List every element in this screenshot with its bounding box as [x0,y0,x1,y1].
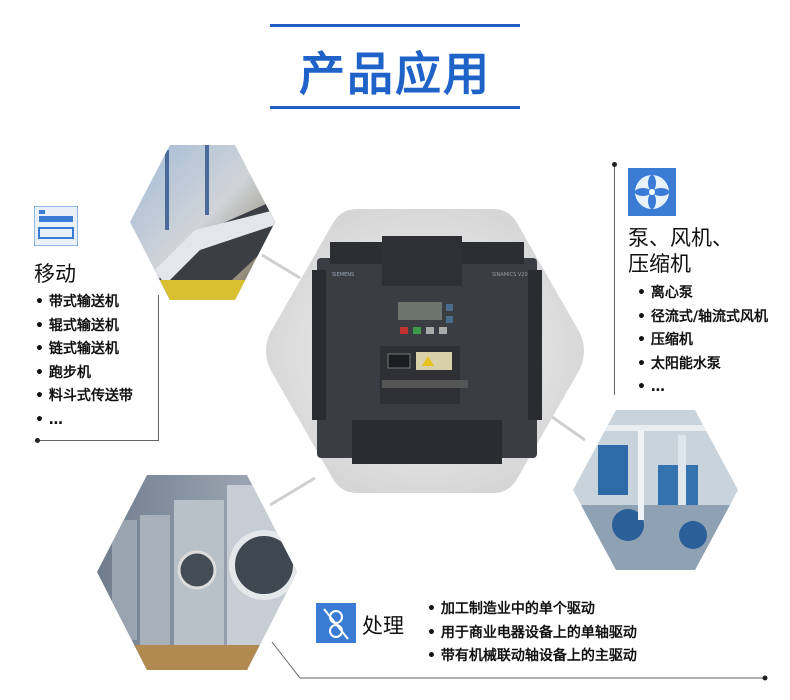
processing-icon [316,603,356,643]
list-item: 带式输送机 [35,291,133,315]
list-item: 链式输送机 [35,338,133,362]
conveyor-photo-hexagon [130,145,275,300]
leader-line [158,295,159,441]
pump-application-list: 离心泵 径流式/轴流式风机 压缩机 太阳能水泵 … [637,282,768,400]
leader-dot [612,162,617,167]
leader-line [614,163,615,395]
pump-photo-hexagon [573,410,738,570]
list-item: 带有机械联动轴设备上的主驱动 [427,645,637,669]
list-item: … [35,409,133,433]
title-block: 产品应用 [270,22,520,112]
list-item: 料斗式传送带 [35,385,133,409]
section-label-process: 处理 [362,614,404,638]
title-line-top [270,24,520,27]
drive-model: SINAMICS V20 [492,272,528,278]
list-item: … [637,376,768,400]
leader-line [38,440,159,441]
process-application-list: 加工制造业中的单个驱动 用于商业电器设备上的单轴驱动 带有机械联动轴设备上的主驱… [427,598,637,669]
page-title: 产品应用 [299,47,491,101]
list-item: 辊式输送机 [35,315,133,339]
section-label-pump-line2: 压缩机 [628,252,691,276]
list-item: 跑步机 [35,362,133,386]
list-item: 太阳能水泵 [637,353,768,377]
list-item: 径流式/轴流式风机 [637,306,768,330]
inverter-drive-image: SIEMENS SINAMICS V20 [312,236,542,464]
title-line-bottom [270,106,520,109]
washer-photo-hexagon [97,475,297,670]
list-item: 离心泵 [637,282,768,306]
conveyor-icon [34,206,78,246]
fan-icon [628,168,676,216]
drive-brand: SIEMENS [332,272,354,278]
section-label-pump-line1: 泵、风机、 [628,226,733,250]
list-item: 加工制造业中的单个驱动 [427,598,637,622]
leader-line [271,641,768,681]
list-item: 压缩机 [637,329,768,353]
list-item: 用于商业电器设备上的单轴驱动 [427,622,637,646]
leader-dot [35,438,40,443]
move-application-list: 带式输送机 辊式输送机 链式输送机 跑步机 料斗式传送带 … [35,291,133,432]
section-label-move: 移动 [34,262,76,286]
